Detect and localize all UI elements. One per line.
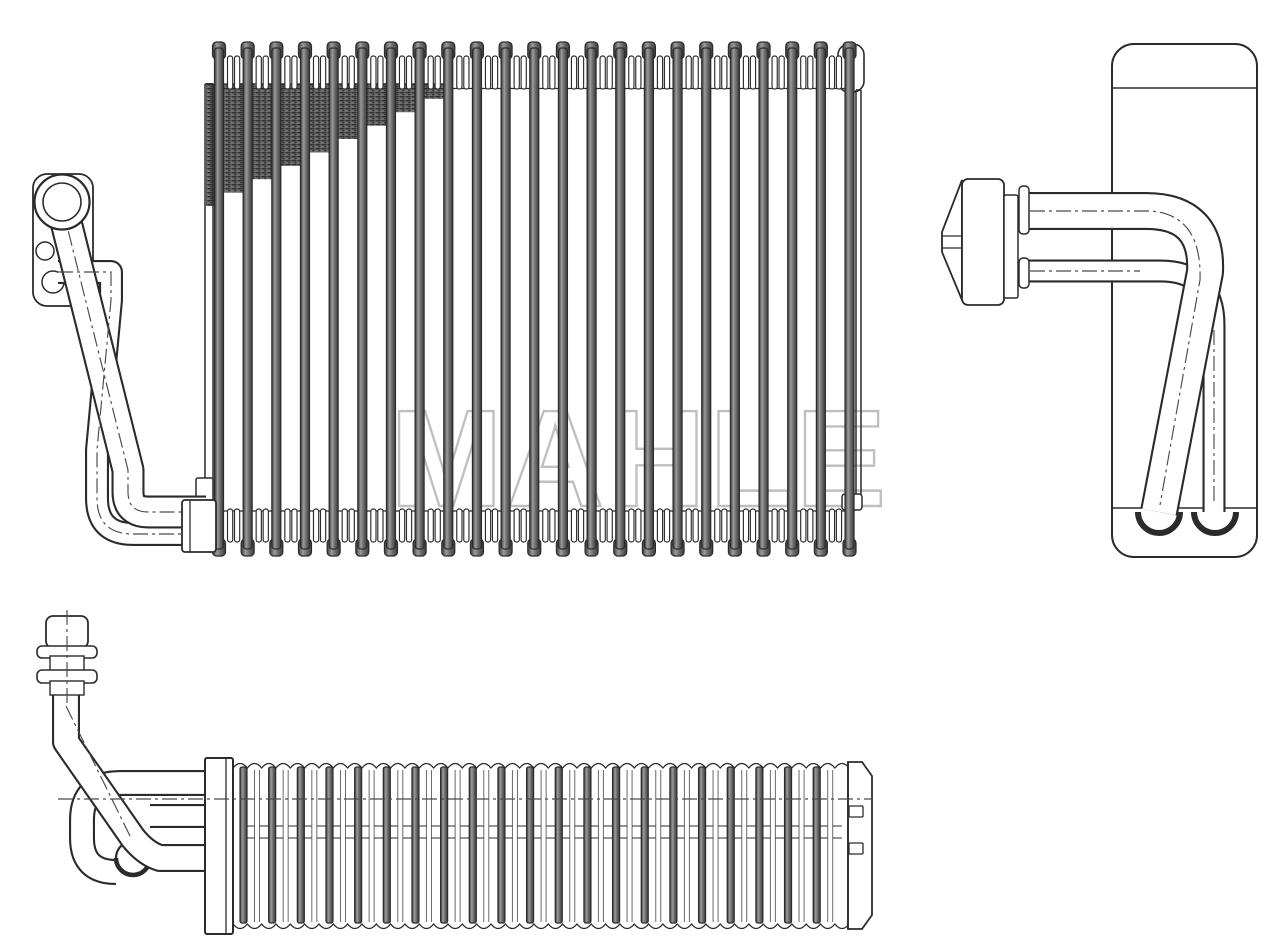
- inlet-outlet-pipes: [32, 173, 217, 553]
- bottom-fin-crown: [223, 508, 846, 543]
- front-core-tubes: [211, 41, 857, 557]
- bottom-core: [204, 757, 873, 935]
- bottom-view: [36, 610, 873, 935]
- side-connector-block: [941, 178, 1030, 306]
- bottom-pipes: [36, 610, 206, 885]
- top-fin-crown: [223, 55, 846, 90]
- bottom-right-end-cap: [847, 761, 873, 930]
- drawing-content: [32, 41, 1258, 935]
- front-view: [32, 41, 865, 557]
- core-inlet-fitting: [181, 499, 217, 553]
- side-view: [941, 43, 1258, 558]
- fin-surface-hatch: [206, 83, 444, 206]
- side-pipes: [1028, 192, 1239, 536]
